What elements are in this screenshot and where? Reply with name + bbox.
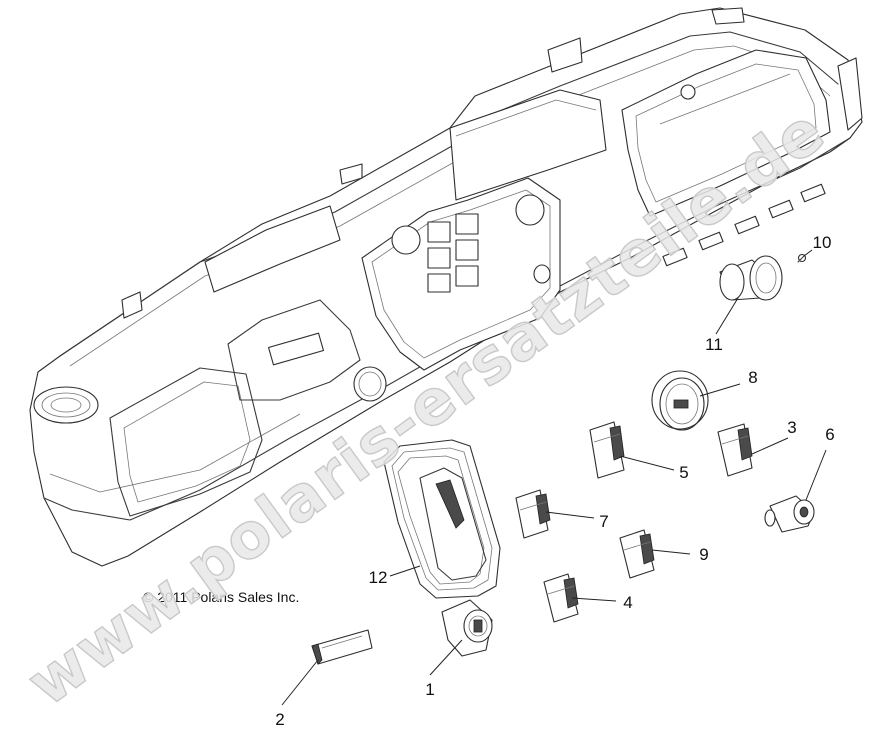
callout-11: 11: [705, 335, 723, 354]
part-9-rocker-switch: [619, 529, 655, 579]
part-8-usb-charger: [651, 370, 709, 431]
part-6-power-socket: [764, 495, 815, 533]
callout-6: 6: [825, 425, 834, 444]
part-2-label-badge: [311, 629, 373, 665]
callout-12: 12: [369, 568, 388, 587]
slot-row: [662, 183, 826, 267]
callout-7: 7: [599, 512, 608, 531]
part-7-rocker-switch: [515, 489, 551, 539]
callout-labels: 1 2 3 4 5 6 7 8 9 10 11 12: [275, 233, 834, 729]
part-12-shifter-boot: [383, 439, 501, 599]
callout-5: 5: [679, 463, 688, 482]
part-11-socket-sleeve: [719, 255, 783, 301]
callout-1: 1: [425, 680, 434, 699]
part-1-ignition-switch: [441, 599, 493, 657]
callout-4: 4: [623, 593, 632, 612]
callout-10: 10: [813, 233, 832, 252]
leader-lines: [281, 249, 827, 706]
dashboard-assembly: [29, 7, 863, 567]
callout-9: 9: [699, 545, 708, 564]
part-5-rocker-switch: [589, 421, 625, 479]
switch-grid: [427, 213, 479, 293]
callout-3: 3: [787, 418, 796, 437]
copyright-text: © 2011 Polaris Sales Inc.: [143, 589, 299, 605]
part-4-rocker-switch: [543, 573, 579, 623]
part-3-rocker-switch: [717, 423, 753, 477]
callout-8: 8: [748, 368, 757, 387]
part-10-screw: [797, 253, 807, 263]
callout-2: 2: [275, 710, 284, 729]
